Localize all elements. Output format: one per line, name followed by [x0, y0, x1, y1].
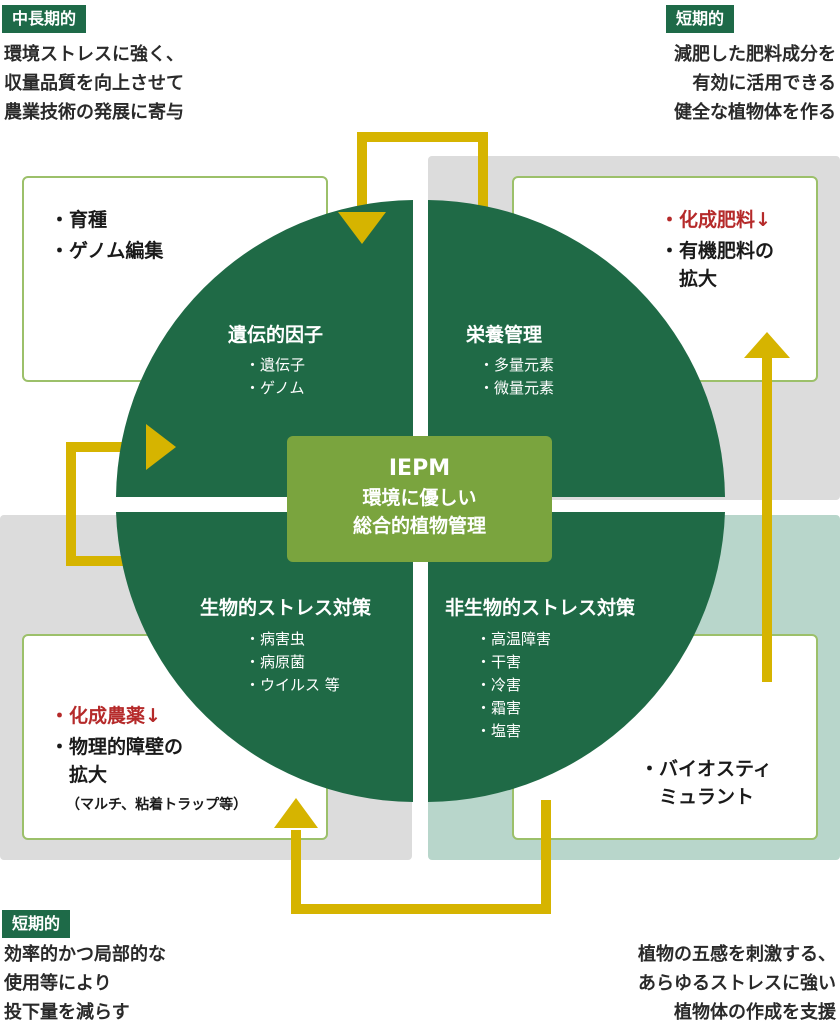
box-bottom-left-note: （マルチ、粘着トラップ等） [66, 797, 248, 813]
box-top-right-item-1: ・有機肥料の [660, 240, 775, 262]
quadrant-nutrition-title: 栄養管理 [466, 324, 543, 346]
quadrant-nutrition [428, 200, 725, 497]
desc-bottom-left: 効率的かつ局部的な 使用等により 投下量を減らす [4, 940, 166, 1027]
quadrant-abiotic-item: ・霜害 [476, 699, 522, 717]
arrowhead-right [744, 332, 790, 358]
arrow-top-bracket [357, 132, 488, 242]
desc-top-left: 環境ストレスに強く、 収量品質を向上させて 農業技術の発展に寄与 [4, 40, 184, 127]
arrowhead-left [146, 424, 176, 470]
box-top-right-item-2: 拡大 [660, 268, 718, 290]
center-iepm-box: IEPM 環境に優しい 総合的植物管理 [287, 436, 552, 562]
quadrant-abiotic-item: ・干害 [476, 653, 522, 671]
box-top-left-item-2: ・ゲノム編集 [50, 240, 164, 262]
center-line-2: 総合的植物管理 [352, 515, 486, 537]
tag-top-right: 短期的 [666, 5, 735, 33]
center-title: IEPM [388, 456, 451, 481]
quadrant-nutrition-item: ・多量元素 [479, 356, 555, 374]
quadrant-abiotic [428, 512, 725, 802]
desc-line: 植物体の作成を支援 [674, 1002, 836, 1023]
quadrant-biotic-item: ・病原菌 [245, 653, 306, 671]
quadrant-genetic [116, 200, 413, 497]
box-bottom-right-item-2: ミュラント [640, 786, 755, 808]
box-bottom-left-red-item: ・化成農薬↓ [50, 705, 161, 727]
desc-line: 投下量を減らす [4, 1002, 130, 1023]
tag-bottom-left: 短期的 [2, 910, 71, 938]
desc-line: 植物の五感を刺激する、 [638, 944, 836, 965]
arrow-bottom-bracket [291, 800, 551, 914]
box-bottom-right-item-1: ・バイオスティ [640, 758, 772, 780]
box-top-right-red-item: ・化成肥料↓ [660, 209, 771, 231]
quadrant-genetic-item: ・ゲノム [245, 379, 305, 397]
desc-line: 効率的かつ局部的な [4, 944, 166, 965]
box-bottom-left-item-2: 拡大 [50, 764, 108, 786]
arrowhead-top [338, 212, 386, 244]
quadrant-biotic-item: ・病害虫 [245, 630, 306, 648]
quadrant-nutrition-item: ・微量元素 [479, 379, 555, 397]
desc-line: 有効に活用できる [692, 73, 836, 94]
desc-line: あらゆるストレスに強い [638, 973, 836, 994]
quadrant-abiotic-item: ・冷害 [476, 676, 522, 694]
desc-line: 収量品質を向上させて [4, 73, 184, 94]
box-bottom-left-item-1: ・物理的障壁の [50, 736, 184, 758]
quadrant-biotic [116, 512, 413, 802]
quadrant-genetic-item: ・遺伝子 [245, 356, 306, 374]
desc-bottom-right: 植物の五感を刺激する、 あらゆるストレスに強い 植物体の作成を支援 [638, 940, 836, 1027]
quadrant-abiotic-item: ・高温障害 [476, 630, 552, 648]
arrowhead-bottom [274, 798, 318, 828]
desc-top-right: 減肥した肥料成分を 有効に活用できる 健全な植物体を作る [674, 40, 836, 127]
desc-line: 減肥した肥料成分を [674, 44, 836, 65]
center-line-1: 環境に優しい [362, 487, 477, 509]
quadrant-abiotic-item: ・塩害 [476, 722, 522, 740]
quadrant-abiotic-title: 非生物的ストレス対策 [445, 597, 636, 619]
quadrant-genetic-title: 遺伝的因子 [228, 324, 324, 346]
quadrant-biotic-title: 生物的ストレス対策 [200, 597, 372, 619]
quadrant-biotic-item: ・ウイルス 等 [245, 676, 340, 694]
box-top-left-item-1: ・育種 [50, 209, 108, 231]
desc-line: 健全な植物体を作る [674, 102, 836, 123]
desc-line: 農業技術の発展に寄与 [4, 102, 184, 123]
tag-top-left: 中長期的 [2, 5, 87, 33]
desc-line: 環境ストレスに強く、 [4, 44, 184, 65]
desc-line: 使用等により [4, 973, 112, 994]
